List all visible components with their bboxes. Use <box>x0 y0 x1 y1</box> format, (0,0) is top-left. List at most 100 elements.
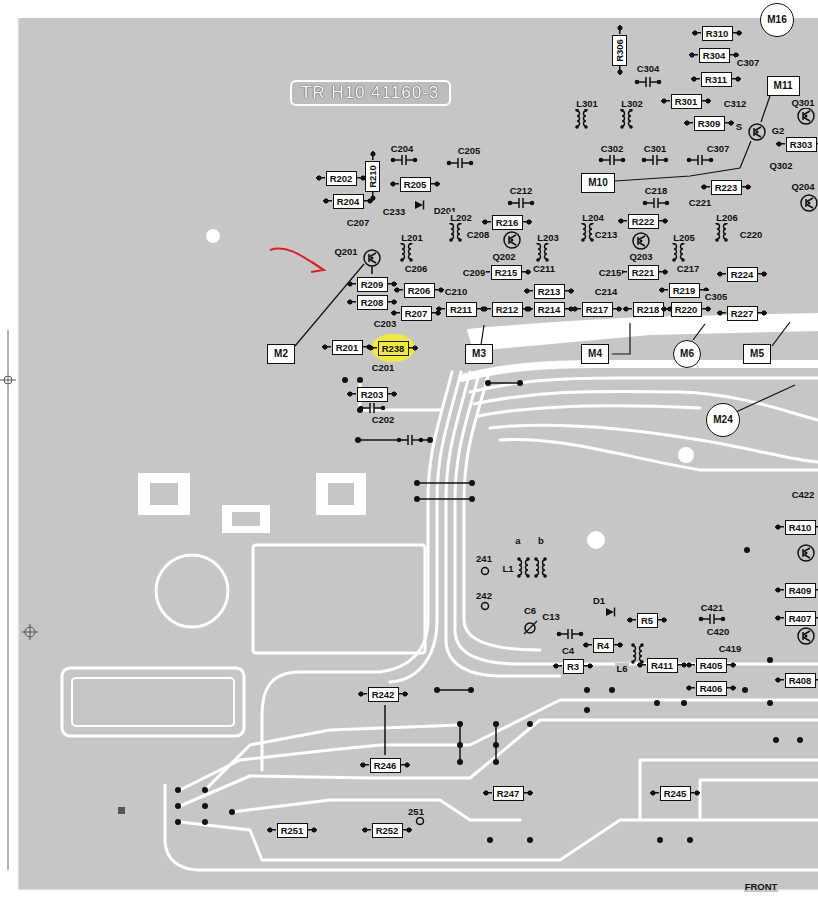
part-name: R407 <box>789 613 812 624</box>
resistor-box: R209 <box>357 277 388 292</box>
component-label: C221 <box>688 197 713 208</box>
test-point-box: M11 <box>767 76 800 96</box>
component-label: C210 <box>444 286 469 297</box>
part-name: R304 <box>703 50 726 61</box>
component-label: C419 <box>718 643 743 654</box>
component-label: C208 <box>466 229 491 240</box>
part-name: M5 <box>750 348 764 360</box>
component-label: L1 <box>501 563 514 574</box>
test-point-circle: M24 <box>706 403 740 437</box>
component-label: C209 <box>462 267 487 278</box>
part-name: R306 <box>614 39 625 62</box>
part-name: R310 <box>706 28 729 39</box>
resistor-box: R306 <box>612 35 627 66</box>
part-name: R211 <box>450 304 472 315</box>
part-name: R409 <box>789 585 812 596</box>
part-name: R406 <box>700 683 723 694</box>
component-label: C307 <box>706 143 731 154</box>
component-label: C215 <box>598 267 623 278</box>
component-label: C211 <box>532 263 556 274</box>
test-point-box: M10 <box>581 173 615 193</box>
component-label: D1 <box>592 595 606 606</box>
resistor-box: R5 <box>637 613 658 628</box>
part-name: R207 <box>405 308 428 319</box>
test-point-box: M3 <box>465 344 493 364</box>
test-point-box: M2 <box>267 344 295 364</box>
component-label: C218 <box>644 185 669 196</box>
part-name: R224 <box>731 269 754 280</box>
part-name: R216 <box>496 217 519 228</box>
resistor-box: R223 <box>711 180 742 195</box>
resistor-box: R309 <box>694 116 725 131</box>
part-name: M2 <box>274 348 288 360</box>
component-label: b <box>537 535 545 546</box>
component-label: C304 <box>636 63 661 74</box>
resistor-box: R217 <box>582 302 613 317</box>
component-label: 242 <box>475 590 493 601</box>
resistor-box: R407 <box>785 611 816 626</box>
component-label: C4 <box>561 645 575 656</box>
part-name: R209 <box>361 279 384 290</box>
part-name: M24 <box>713 414 732 426</box>
resistor-box: R310 <box>702 26 733 41</box>
part-name: R222 <box>632 216 655 227</box>
resistor-box: R227 <box>727 306 758 321</box>
part-name: R204 <box>337 196 360 207</box>
part-name: R251 <box>281 825 304 836</box>
component-label: FRONT <box>744 881 779 892</box>
part-name: R215 <box>495 267 518 278</box>
resistor-box: R247 <box>493 786 524 801</box>
resistor-box: R213 <box>534 284 565 299</box>
solder-dots <box>175 377 803 843</box>
part-name: R301 <box>675 96 698 107</box>
resistor-box: R222 <box>628 214 659 229</box>
component-label: 241 <box>475 553 493 564</box>
resistor-box: R219 <box>669 283 700 298</box>
resistor-box: R301 <box>671 94 702 109</box>
resistor-box: R215 <box>491 265 522 280</box>
resistor-box: R210 <box>365 161 380 192</box>
part-name: R202 <box>330 173 353 184</box>
component-label: C305 <box>704 291 729 302</box>
resistor-box: R208 <box>357 295 388 310</box>
component-label: C203 <box>373 318 398 329</box>
part-name: R206 <box>408 285 431 296</box>
resistor-box: R206 <box>404 283 435 298</box>
component-label: C13 <box>541 611 560 622</box>
resistor-box: R411 <box>647 658 678 673</box>
component-label: L205 <box>672 232 696 243</box>
component-label: C302 <box>600 143 625 154</box>
part-name: R303 <box>790 139 813 150</box>
component-label: C204 <box>390 143 415 154</box>
part-name: R203 <box>361 389 384 400</box>
component-label: a <box>514 535 521 546</box>
resistor-box: R3 <box>563 659 584 674</box>
resistor-box: R252 <box>372 823 403 838</box>
component-label: C202 <box>371 414 396 425</box>
resistor-box: R201 <box>332 340 363 355</box>
part-name: R411 <box>651 660 673 671</box>
part-name: M4 <box>588 348 602 360</box>
component-symbols <box>359 77 817 664</box>
part-name: R220 <box>675 304 698 315</box>
board-ground <box>0 18 818 890</box>
resistor-box: R311 <box>701 72 732 87</box>
part-name: R311 <box>705 74 727 85</box>
test-point-box: M5 <box>743 344 771 364</box>
component-label: L302 <box>620 98 644 109</box>
resistor-box: R212 <box>492 302 523 317</box>
resistor-box: R245 <box>660 786 691 801</box>
component-label: C422 <box>791 489 816 500</box>
resistor-box: R202 <box>326 171 357 186</box>
component-label: 251 <box>407 806 425 817</box>
part-name: R309 <box>698 118 721 129</box>
part-name: R205 <box>404 179 427 190</box>
part-name: R214 <box>538 304 561 315</box>
component-label: C201 <box>371 362 396 373</box>
resistor-box: R246 <box>370 758 401 773</box>
component-label: C420 <box>706 626 731 637</box>
component-label: L203 <box>536 232 560 243</box>
resistor-box: R410 <box>785 520 816 535</box>
